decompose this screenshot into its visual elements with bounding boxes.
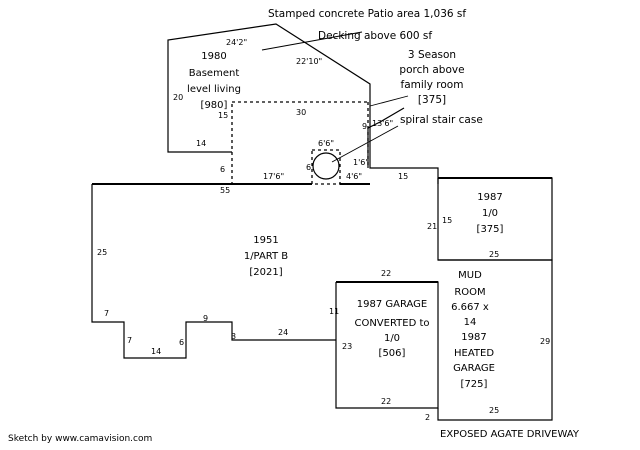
dim-label: 15 — [398, 172, 408, 181]
addition-label-2: 1/0 — [482, 208, 498, 219]
mudroom-label-1: MUD — [458, 270, 482, 281]
dim-label: 22 — [381, 397, 391, 406]
dim-label: 6 — [179, 338, 184, 347]
dim-label: 3 — [231, 332, 236, 341]
dim-label: 55 — [220, 186, 230, 195]
addition-label-3: [375] — [477, 224, 504, 235]
basement-label-4: [980] — [201, 100, 228, 111]
sketch-credit: Sketch by www.camavision.com — [8, 434, 152, 444]
basement-label-2: Basement — [189, 68, 240, 79]
mudroom-label-5: 1987 — [461, 332, 486, 343]
mudroom-label-3: 6.667 x — [451, 302, 489, 313]
mudroom-label-4: 14 — [464, 317, 477, 328]
addition-outline — [437, 177, 553, 261]
dim-label: 23 — [342, 342, 352, 351]
main-house-outline-left — [91, 184, 336, 359]
dim-label: 11 — [329, 307, 339, 316]
mudroom-label-7: GARAGE — [453, 363, 495, 374]
basement-outline — [167, 23, 371, 153]
main-label-3: [2021] — [249, 267, 282, 278]
dim-label: 9 — [362, 122, 367, 131]
patio-annotation: Stamped concrete Patio area 1,036 sf — [268, 8, 466, 20]
decking-annotation: Decking above 600 sf — [318, 30, 432, 42]
dim-label: 14 — [151, 347, 161, 356]
dim-label: 6 — [220, 165, 225, 174]
dim-label: 14 — [196, 139, 206, 148]
spiral-stair-circle — [312, 152, 340, 180]
dim-label: 22 — [381, 269, 391, 278]
dim-label: 7 — [104, 309, 109, 318]
dim-label: 30 — [296, 108, 306, 117]
dim-label: 6 — [306, 163, 311, 172]
stair-box — [311, 149, 341, 185]
garage-label-2: CONVERTED to — [354, 318, 429, 329]
dim-label: 25 — [489, 406, 499, 415]
porch-annotation-4: [375] — [418, 94, 446, 106]
stair-annotation: spiral stair case — [400, 114, 483, 126]
dim-label: 6'6" — [318, 139, 334, 148]
porch-annotation-3: family room — [401, 79, 464, 91]
dim-label: 29 — [540, 337, 550, 346]
dim-label: 24'2" — [226, 38, 247, 47]
garage-label-1: 1987 GARAGE — [357, 299, 428, 310]
basement-label-3: level living — [187, 84, 241, 95]
driveway-label: EXPOSED AGATE DRIVEWAY — [440, 429, 580, 440]
dim-label: 15 — [218, 111, 228, 120]
addition-label-1: 1987 — [477, 192, 502, 203]
porch-annotation-2: porch above — [399, 64, 464, 76]
dim-label: 25 — [97, 248, 107, 257]
dim-label: 21 — [427, 222, 437, 231]
porch-connector — [367, 107, 405, 168]
dim-label: 25 — [489, 250, 499, 259]
mudroom-label-6: HEATED — [454, 348, 494, 359]
porch-leader — [369, 95, 409, 107]
dim-label: 4'6" — [346, 172, 362, 181]
main-label-1: 1951 — [253, 235, 278, 246]
mudroom-label-2: ROOM — [454, 287, 485, 298]
garage-label-3: 1/0 — [384, 333, 400, 344]
dim-label: 9 — [203, 314, 208, 323]
dim-label: 15 — [442, 216, 452, 225]
mudroom-outline — [437, 259, 553, 421]
porch-annotation-1: 3 Season — [408, 49, 456, 61]
dim-label: 20 — [173, 93, 183, 102]
dim-label: 22'10" — [296, 57, 322, 66]
dim-label: 13'6" — [372, 119, 393, 128]
porch-outline — [369, 108, 439, 184]
dim-label: 7 — [127, 336, 132, 345]
dim-label: 24 — [278, 328, 288, 337]
basement-label-1: 1980 — [201, 51, 226, 62]
dim-label: 1'6" — [353, 158, 369, 167]
main-label-2: 1/PART B — [244, 251, 288, 262]
decking-leader — [261, 31, 363, 51]
mudroom-label-8: [725] — [461, 379, 488, 390]
stair-leader — [331, 125, 399, 163]
garage-label-4: [506] — [379, 348, 406, 359]
dim-label: 2 — [425, 413, 430, 422]
dim-label: 17'6" — [263, 172, 284, 181]
